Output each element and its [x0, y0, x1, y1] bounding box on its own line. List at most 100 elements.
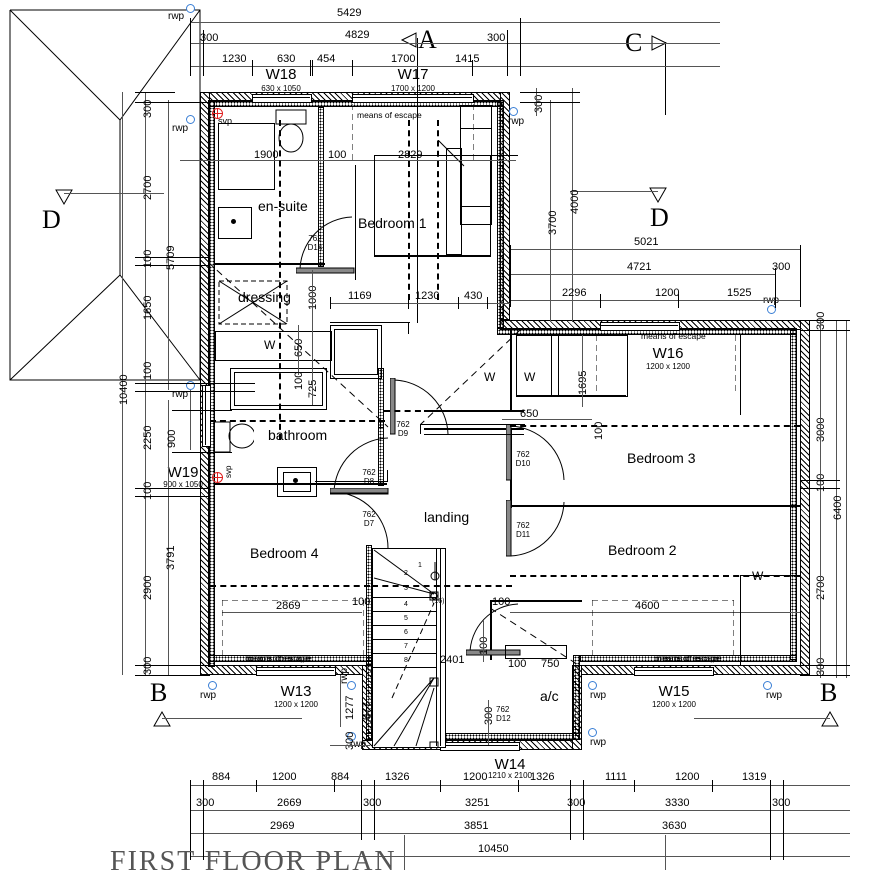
dim-line-right-4000 [572, 88, 573, 322]
partition-ensuite-bottom [215, 263, 325, 265]
dim-bot-1200a: 1200 [272, 771, 297, 783]
dim-line-top-second [190, 43, 720, 44]
rwp-icon-8 [347, 732, 356, 741]
dim-bot-1326a: 1326 [385, 771, 410, 783]
room-label-landing: landing [424, 509, 470, 525]
dim-mid-1200: 1200 [655, 287, 680, 299]
dim-left-2700: 2700 [142, 175, 154, 200]
section-arrow-b-left [153, 710, 171, 727]
rwp-icon-2 [186, 115, 195, 124]
door-width-d10: 762 [516, 450, 530, 459]
wardrobe-marker-3: W [524, 370, 536, 384]
dim-bot-2669: 2669 [277, 797, 302, 809]
dim-line-right-chain [846, 320, 847, 678]
dim-mid-300: 300 [772, 261, 791, 273]
gridline-h1 [210, 420, 385, 422]
door-label-d10: 762 D10 [508, 450, 538, 468]
window-label-w19: W19 [167, 464, 199, 481]
section-arrow-d-left [55, 189, 73, 206]
window-opening-w19 [202, 385, 211, 447]
rwp-label-4: rwp [508, 116, 525, 127]
rwp-icon-7 [347, 681, 356, 690]
basin-inner-bathroom [283, 472, 311, 492]
dim-left-3791: 3791 [165, 545, 177, 570]
partition-ensuite-bed1 [318, 107, 324, 267]
gridline-h3 [510, 425, 800, 427]
window-size-w15: 1200 x 1200 [651, 700, 697, 709]
door-label-d12: 762 D12 [496, 705, 526, 723]
dim-line-int-bed1 [330, 303, 510, 304]
moe-label-w15-bottom: means of escape [655, 653, 720, 663]
gridline-v2 [408, 120, 410, 300]
window-label-w14: W14 [494, 756, 526, 773]
dim-line-mid-detail [510, 300, 800, 301]
wardrobe-bedroom1-b [460, 128, 492, 225]
rwp-icon-9 [588, 681, 597, 690]
wardrobe-dressing [215, 331, 332, 361]
moe-w15: means of escape [657, 653, 722, 663]
window-label-w13: W13 [280, 683, 312, 700]
window-size-w19: 900 x 1050 [163, 480, 203, 489]
door-width-d8: 762 [362, 468, 376, 477]
door-d12 [466, 603, 521, 656]
ceiling-slope-lines-3 [490, 608, 581, 667]
door-ref-d14: D14 [307, 243, 323, 253]
partition-bed2-top [510, 505, 800, 507]
gridline-v3 [437, 120, 439, 300]
dim-5021: 5021 [634, 236, 659, 248]
dim-int-4600: 4600 [635, 600, 660, 612]
dim-line-bottom-third [190, 833, 850, 834]
dim-line-top-detail [190, 66, 720, 67]
svp-label-2: svp [224, 465, 233, 478]
stair-enclosure [372, 548, 446, 748]
dim-line-left-10400 [122, 92, 123, 675]
door-label-d11: 762 D11 [508, 521, 538, 539]
partition-ac-left [490, 600, 492, 660]
moe-w17: means of escape [357, 110, 422, 120]
dim-right-2700: 2700 [815, 575, 827, 600]
dim-right-3700: 3700 [547, 210, 559, 235]
basin-drain-bathroom [293, 478, 298, 483]
dim-bot-1200c: 1200 [675, 771, 700, 783]
dim-line-right-3700 [550, 100, 551, 322]
dim-bot-300c: 300 [567, 797, 586, 809]
door-label-d8: 762 D8 [354, 468, 384, 486]
gridline-h4 [210, 585, 370, 587]
dim-line-right-6400 [836, 320, 837, 678]
ceiling-slope-lines-2 [420, 330, 520, 426]
wall-cavity-stairbay-right [573, 655, 580, 740]
partition-ac-top [490, 600, 582, 602]
dim-bot-1319: 1319 [742, 771, 767, 783]
dim-top-300-left: 300 [200, 32, 219, 44]
wall-cavity-right [790, 328, 797, 660]
rwp-icon-5 [767, 305, 776, 314]
escape-splay-w17 [352, 104, 474, 164]
section-marker-a: A [418, 25, 437, 54]
door-label-d9: 762 D9 [388, 420, 418, 438]
door-width-d12: 762 [496, 705, 510, 714]
dim-int-2401: 2401 [440, 654, 465, 666]
dim-top-1415: 1415 [455, 53, 480, 65]
dim-line-bottom-overall [190, 856, 850, 857]
window-size-w14: 1210 x 2100 [487, 771, 533, 780]
rwp-icon-6 [208, 681, 217, 690]
door-d7 [330, 488, 389, 549]
dim-1525: 1525 [727, 287, 752, 299]
dim-int-100d: 100 [352, 596, 371, 608]
door-ref-d8: D8 [363, 477, 375, 487]
dressing-area-marker [218, 280, 288, 325]
rwp-label-9: rwp [590, 690, 607, 701]
dim-right-3000: 3000 [815, 417, 827, 442]
window-size-w13: 1200 x 1200 [273, 700, 319, 709]
dim-line-left-3791 [168, 400, 169, 675]
window-size-w16: 1200 x 1200 [645, 362, 691, 371]
roof-hip-outline [9, 9, 201, 381]
door-ref-d9: D9 [397, 429, 409, 439]
dim-line-5021 [510, 249, 800, 250]
dim-bot-3851: 3851 [464, 820, 489, 832]
dim-int-100a: 100 [328, 149, 347, 161]
rwp-label-6: rwp [200, 690, 217, 701]
dim-bot-300d: 300 [772, 797, 791, 809]
rwp-label-11: rwp [766, 690, 783, 701]
